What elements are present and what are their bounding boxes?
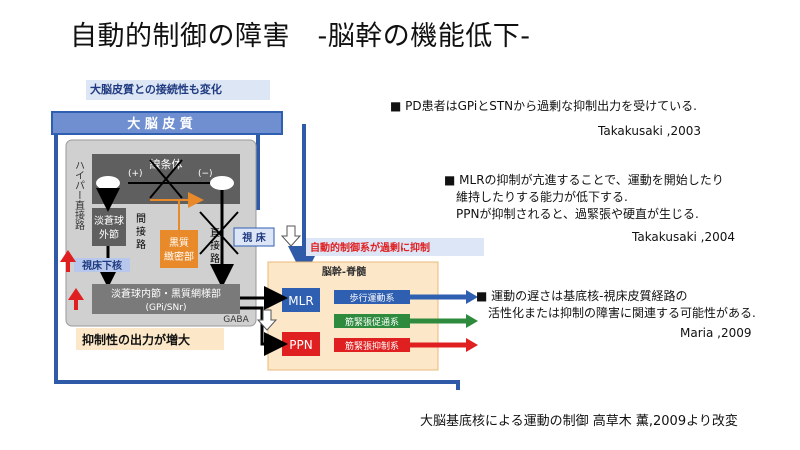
inhibitory-label: 抑制性の出力が増大 xyxy=(82,332,190,347)
hyperdirect-label: ハイパー直接路 xyxy=(73,160,85,231)
striatum-minus-node xyxy=(210,176,234,190)
spinal-output-line xyxy=(54,128,460,390)
note-3-line-2: 活性化または抑制の障害に関連する可能性がある. xyxy=(488,306,756,320)
mlr-box xyxy=(282,288,320,312)
gpe-label-2: 外節 xyxy=(99,228,119,241)
cortex-box xyxy=(51,111,283,135)
tone-inhib-bar xyxy=(334,338,410,352)
stn-label: 視床下核 xyxy=(81,259,122,272)
striatum-plus-node xyxy=(96,176,120,190)
ppn-box xyxy=(282,332,320,356)
snc-label-2: 緻密部 xyxy=(164,250,194,263)
source-note: 大脳基底核による運動の制御 高草木 薫,2009より改変 xyxy=(420,414,738,429)
direct-label-1: 直 xyxy=(210,226,220,239)
stn-box xyxy=(74,258,130,272)
ppn-label: PPN xyxy=(289,338,312,352)
tone-facil-label: 筋緊張促通系 xyxy=(345,316,399,328)
direct-label-3: 路 xyxy=(210,252,220,265)
inhibitory-label-box xyxy=(76,328,224,350)
note-3: ■ 運動の遅さは基底核-視床皮質経路の 活性化または抑制の障害に関連する可能性が… xyxy=(476,288,756,322)
tone-facil-bar xyxy=(334,314,410,328)
note-2-line-2: 維持したりする能力が低下する. xyxy=(456,190,628,204)
white-down-arrow-1 xyxy=(280,225,302,247)
page-title: 自動的制御の障害 -脳幹の機能低下- xyxy=(70,21,531,52)
note-3-line-1: ■ 運動の遅さは基底核-視床皮質経路の xyxy=(476,289,688,303)
note-2-line-1: ■ MLRの抑制が亢進することで、運動を開始したり xyxy=(444,173,724,187)
locomotion-label: 歩行運動系 xyxy=(349,292,394,304)
auto-control-label: 自動的制御系が過剰に抑制 xyxy=(310,241,430,254)
indirect-label-2: 接 xyxy=(136,225,146,238)
thalamus-label: 視 床 xyxy=(241,231,266,244)
gpi-label-2: (GPi/SNr) xyxy=(146,303,187,313)
indirect-label-3: 路 xyxy=(136,238,146,251)
brainstem-label: 脳幹-脊髄 xyxy=(322,265,367,278)
cortex-label: 大 脳 皮 質 xyxy=(127,116,193,132)
indirect-label-1: 間 xyxy=(136,213,146,225)
snc-label-1: 黒質 xyxy=(169,236,189,249)
note-2-cite: Takakusaki ,2004 xyxy=(632,230,736,244)
gpi-box xyxy=(92,284,240,314)
gpe-box xyxy=(92,208,126,246)
mlr-label: MLR xyxy=(288,294,313,308)
gaba-label: GABA xyxy=(223,315,249,325)
gpe-label-1: 淡蒼球 xyxy=(94,214,124,227)
minus-label: (−) xyxy=(198,169,213,179)
gpi-label-1: 淡蒼球内節・黒質網様部 xyxy=(111,287,221,300)
white-down-arrow-2 xyxy=(256,309,278,331)
note-1-cite: Takakusaki ,2003 xyxy=(598,124,702,138)
note-1-line-1: ■ PD患者はGPiとSTNから過剰な抑制出力を受けている. xyxy=(390,99,697,113)
direct-label-2: 接 xyxy=(210,239,220,252)
note-2-line-3: PPNが抑制されると、過緊張や硬直が生じる. xyxy=(456,207,699,221)
note-3-cite: Maria ,2009 xyxy=(680,326,752,340)
connectivity-label: 大脳皮質との接続性も変化 xyxy=(86,80,270,100)
striatum-label: 線条体 xyxy=(150,157,183,171)
note-1: ■ PD患者はGPiとSTNから過剰な抑制出力を受けている. xyxy=(390,98,697,115)
locomotion-bar xyxy=(334,290,410,304)
snc-box xyxy=(160,230,198,268)
plus-label: (+) xyxy=(128,169,143,179)
thalamus-box xyxy=(233,227,275,247)
auto-control-label-box xyxy=(306,238,484,256)
red-up-arrow-1 xyxy=(60,250,76,272)
tone-inhib-label: 筋緊張抑制系 xyxy=(345,340,399,352)
red-up-arrow-2 xyxy=(68,288,84,310)
note-2: ■ MLRの抑制が亢進することで、運動を開始したり 維持したりする能力が低下する… xyxy=(444,172,724,223)
